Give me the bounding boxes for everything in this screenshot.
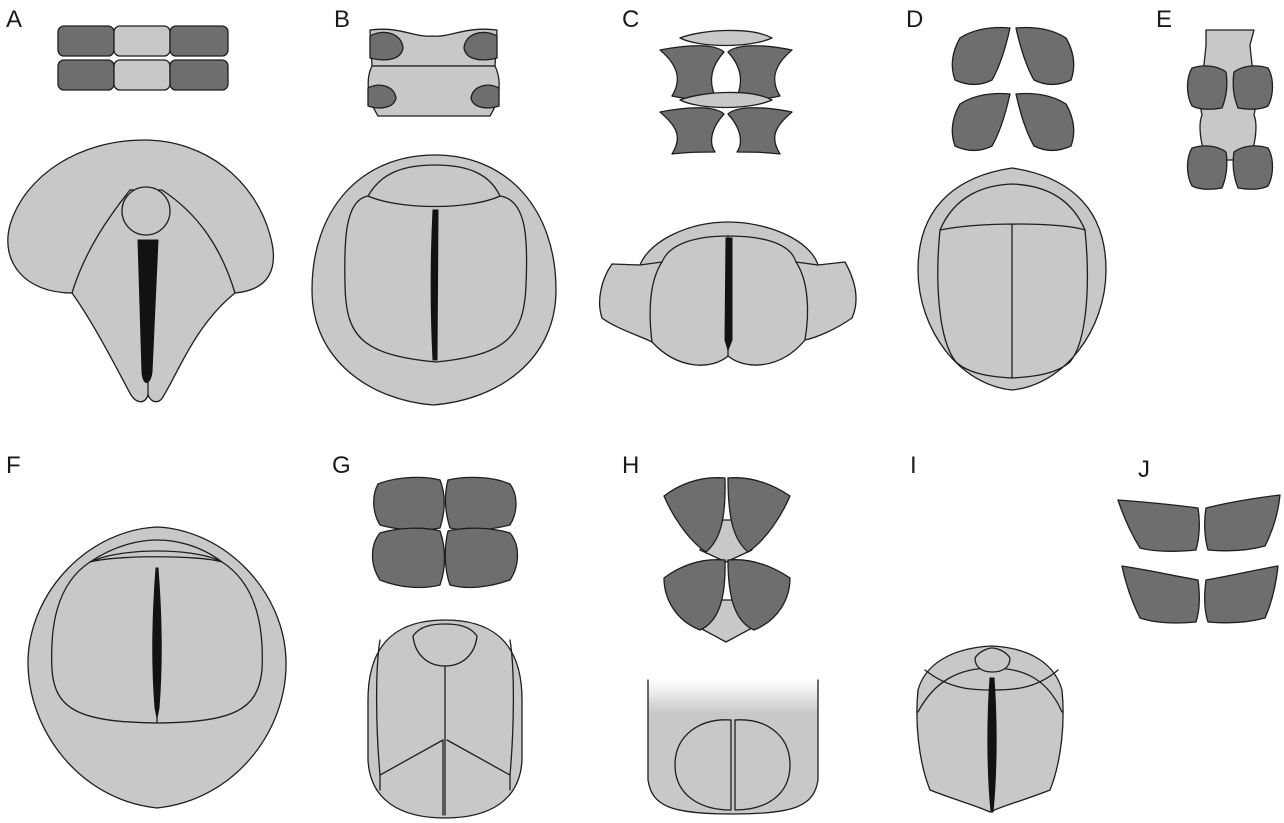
cartilage-block [58,60,114,90]
cartilage-block [58,26,114,56]
cartilage-knob [464,32,497,59]
cartilage-block [1233,146,1272,189]
panel-j-cartilage-rings [1118,495,1280,623]
cartilage-block [114,26,170,56]
panel-e-cartilage-rings [1188,30,1273,189]
panel-d-larynx [918,168,1106,390]
cartilage-block [446,477,516,530]
panel-h-cartilage-rings [664,478,790,642]
panel-e: E [1156,6,1273,189]
panel-f-larynx [28,527,286,808]
cartilage-block [1233,66,1272,109]
cartilage-wing [664,478,725,552]
panel-label-e: E [1156,6,1172,33]
panel-label-h: H [622,452,639,479]
panel-i-larynx [917,646,1063,812]
cartilage-block [170,60,228,90]
panel-a-cartilage-rings [58,26,228,90]
panel-d: D [906,6,1106,390]
cartilage-block [445,528,517,587]
panel-b-cartilage-rings [368,29,499,116]
cartilage-block [1188,146,1227,189]
panel-a-larynx [8,140,274,402]
cartilage-block [114,60,170,90]
cartilage-plate [1122,566,1199,623]
panel-label-i: I [910,452,917,479]
panel-j: J [1118,456,1280,623]
panel-h: H [622,452,818,814]
cartilage-wing [952,27,1010,84]
panel-d-cartilage-rings [952,27,1073,150]
panel-label-a: A [6,6,22,33]
cartilage-wing [660,108,724,154]
panel-c: C [600,6,856,365]
cartilage-wing [1016,27,1074,84]
panel-i: I [910,452,1063,812]
cartilage-block [374,477,444,530]
panel-a: A [6,6,273,402]
panel-b-larynx [312,155,556,405]
cartilage-block [170,26,228,56]
panel-g-larynx [368,620,522,818]
panel-label-d: D [906,6,923,33]
cartilage-block [1188,66,1227,109]
panel-h-larynx [648,680,818,814]
larynx-body [648,680,818,814]
cartilage-wing [728,46,792,99]
glottis-opening [988,678,996,812]
panel-label-c: C [622,6,639,33]
glottis-opening [431,210,438,360]
cartilage-wing [1016,93,1074,150]
cartilage-knob [370,32,403,59]
panel-label-f: F [6,452,21,479]
panel-label-g: G [332,452,351,479]
panel-f: F [6,452,286,808]
panel-c-larynx [600,222,856,365]
cartilage-block [373,528,445,587]
cartilage-wing [952,93,1010,150]
glottis-opening [725,238,732,350]
panel-label-j: J [1138,456,1150,483]
panel-g-cartilage-rings [373,477,518,587]
cartilage-plate [1205,566,1278,623]
cartilage-wing [660,46,724,99]
cartilage-plate [680,30,772,45]
panel-g: G [332,452,522,818]
cartilage-plate [1205,495,1280,551]
panel-label-b: B [334,6,350,33]
cartilage-plate [1118,500,1199,551]
epiglottis-knob [122,187,170,235]
cartilage-wing [728,108,792,154]
panel-b: B [312,6,556,405]
glottis-opening [153,568,161,718]
panel-c-cartilage-rings [660,30,792,154]
